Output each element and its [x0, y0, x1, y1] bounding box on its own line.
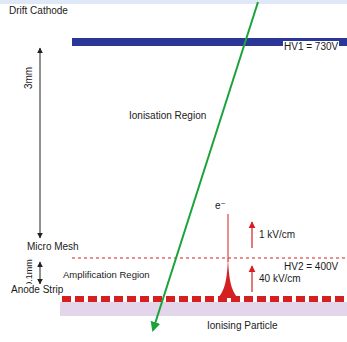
- dimension-arrow: [40, 262, 41, 284]
- region-label: Amplification Region: [62, 269, 151, 281]
- anode-strip: [166, 296, 175, 302]
- field-arrow: [251, 266, 252, 292]
- anode-substrate: [60, 302, 347, 316]
- avalanche-spike: [218, 258, 238, 298]
- dimension-label: 3mm: [23, 66, 35, 90]
- anode-strip: [309, 296, 318, 302]
- voltage-label: HV1 = 730V: [283, 41, 339, 53]
- part-label: Micro Mesh: [26, 241, 80, 253]
- electron-drift-line: [228, 214, 229, 262]
- anode-strip: [270, 296, 279, 302]
- anode-strip: [192, 296, 201, 302]
- region-label: Ionisation Region: [128, 110, 207, 122]
- anode-strip: [179, 296, 188, 302]
- particle-label: Ionising Particle: [206, 320, 279, 332]
- anode-strip: [114, 296, 123, 302]
- field-label: 40 kV/cm: [258, 273, 302, 285]
- anode-strip: [244, 296, 253, 302]
- anode-strip: [62, 296, 71, 302]
- anode-strip: [88, 296, 97, 302]
- particle-label: e⁻: [214, 200, 227, 212]
- anode-strip: [153, 296, 162, 302]
- anode-strip: [322, 296, 331, 302]
- anode-strips: [62, 296, 344, 302]
- anode-strip: [205, 296, 214, 302]
- field-label: 1 kV/cm: [258, 229, 296, 241]
- anode-strip: [335, 296, 344, 302]
- background-stripe: [0, 0, 347, 4]
- voltage-label: HV2 = 400V: [283, 261, 339, 273]
- anode-strip: [101, 296, 110, 302]
- part-label: Drift Cathode: [8, 5, 69, 17]
- field-arrow: [251, 222, 252, 248]
- anode-strip: [257, 296, 266, 302]
- anode-strip: [127, 296, 136, 302]
- anode-strip: [140, 296, 149, 302]
- micro-mesh-line: [72, 257, 347, 258]
- anode-strip: [296, 296, 305, 302]
- anode-strip: [283, 296, 292, 302]
- particle-track: [153, 2, 258, 330]
- part-label: Anode Strip: [10, 284, 64, 296]
- dimension-arrow: [40, 48, 41, 238]
- anode-strip: [75, 296, 84, 302]
